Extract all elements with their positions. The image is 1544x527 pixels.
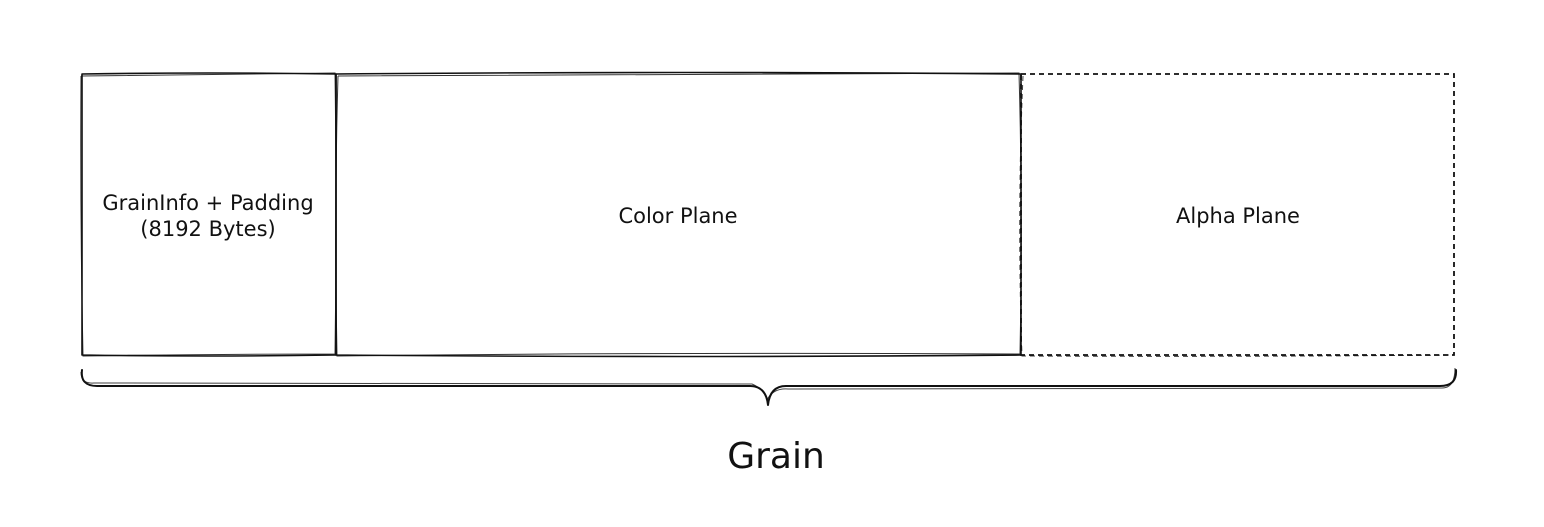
- alpha-plane-label: Alpha Plane: [1176, 204, 1300, 228]
- grain-caption: Grain: [727, 436, 825, 477]
- graininfo-segment: GrainInfo + Padding (8192 Bytes): [80, 72, 337, 357]
- color-plane-segment: Color Plane: [335, 71, 1022, 358]
- color-plane-label: Color Plane: [618, 204, 737, 228]
- grain-brace: [80, 367, 1458, 406]
- alpha-plane-segment: Alpha Plane: [1019, 73, 1455, 357]
- graininfo-label-line1: GrainInfo + Padding: [102, 191, 313, 215]
- graininfo-label-line2: (8192 Bytes): [140, 217, 275, 241]
